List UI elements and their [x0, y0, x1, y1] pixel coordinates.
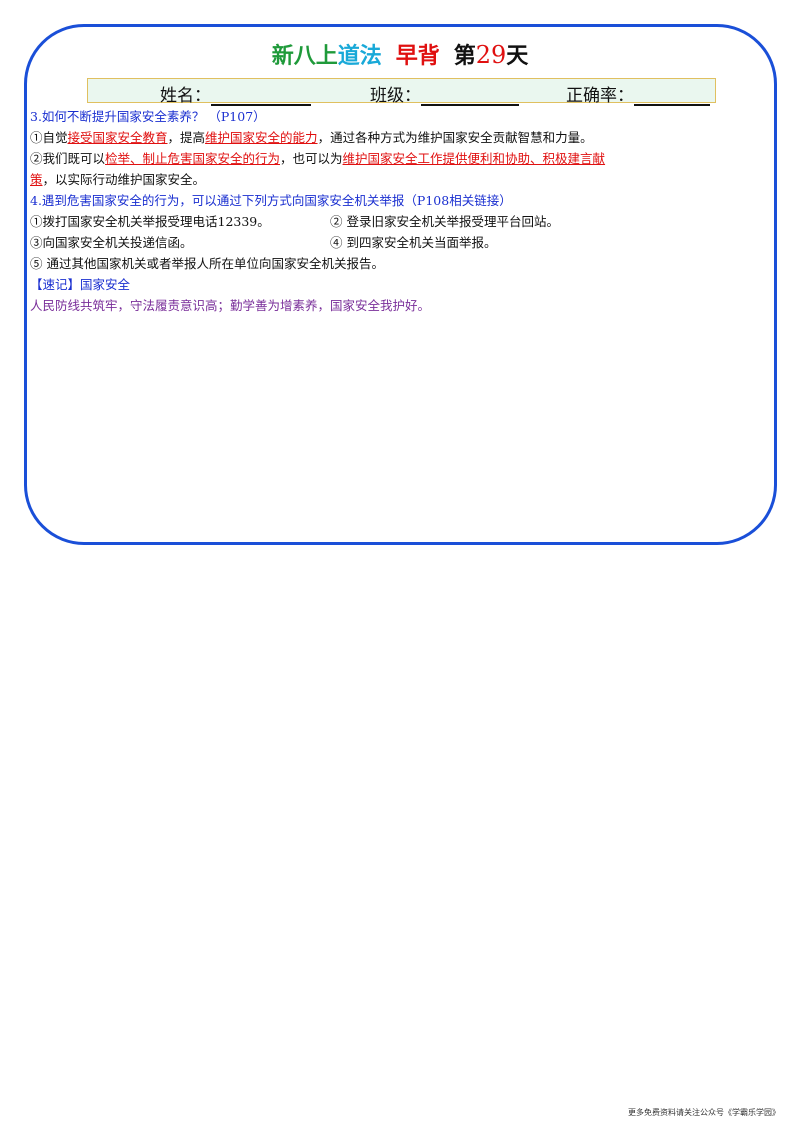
q4-item-4: ④ 到四家安全机关当面举报。 — [330, 235, 497, 250]
q3-l1-text-2: ，提高 — [167, 130, 206, 145]
q4-row-1: ①拨打国家安全机关举报受理电话12339。 ② 登录旧家安全机关举报受理平台回站… — [30, 211, 775, 232]
accuracy-label: 正确率： — [566, 86, 634, 106]
accuracy-field: 正确率： — [566, 81, 710, 106]
q3-l2-text-2: ，也可以为 — [280, 151, 343, 166]
footer-note: 更多免费资料请关注公众号《学霸乐学园》 — [628, 1108, 780, 1117]
q3-line-3: 策，以实际行动维护国家安全。 — [30, 169, 775, 190]
content-body: 3.如何不断提升国家安全素养？ （P107） ①自觉接受国家安全教育，提高维护国… — [30, 106, 775, 316]
class-label: 班级： — [370, 86, 421, 106]
q3-l3-key: 策 — [30, 172, 43, 187]
class-field: 班级： — [370, 81, 519, 106]
title-di: 第 — [453, 44, 476, 69]
q3-line-2: ②我们既可以检举、制止危害国家安全的行为，也可以为维护国家安全工作提供便利和协助… — [30, 148, 775, 169]
q3-line-1: ①自觉接受国家安全教育，提高维护国家安全的能力，通过各种方式为维护国家安全贡献智… — [30, 127, 775, 148]
name-blank[interactable] — [211, 86, 311, 106]
title-grade: 新八上 — [271, 44, 338, 69]
card-frame — [24, 24, 777, 545]
accuracy-blank[interactable] — [634, 86, 710, 106]
title-subject: 道法 — [337, 44, 382, 69]
name-label: 姓名： — [160, 86, 211, 106]
title-morning: 早背 — [395, 44, 440, 69]
q4-item-5: ⑤ 通过其他国家机关或者举报人所在单位向国家安全机关报告。 — [30, 256, 384, 271]
q4-heading: 4.遇到危害国家安全的行为，可以通过下列方式向国家安全机关举报（P108相关链接… — [30, 193, 512, 208]
q4-row-2: ③向国家安全机关投递信函。 ④ 到四家安全机关当面举报。 — [30, 232, 775, 253]
q4-item-3: ③向国家安全机关投递信函。 — [30, 235, 193, 250]
q3-l1-text: ①自觉 — [30, 130, 68, 145]
name-field: 姓名： — [160, 81, 311, 106]
q3-heading: 3.如何不断提升国家安全素养？ （P107） — [30, 109, 266, 124]
memo-label: 【速记】国家安全 — [30, 277, 131, 292]
q4-item-2: ② 登录旧家安全机关举报受理平台回站。 — [330, 214, 559, 229]
q3-l3-text: ，以实际行动维护国家安全。 — [42, 172, 206, 187]
title-tian: 天 — [506, 44, 529, 69]
student-info-bar: 姓名： 班级： 正确率： — [87, 78, 716, 106]
q3-l2-key-1: 检举、制止危害国家安全的行为 — [105, 151, 281, 166]
q4-item-1: ①拨打国家安全机关举报受理电话12339。 — [30, 214, 270, 229]
page-title: 新八上道法早背第29天 — [0, 38, 800, 70]
q3-l1-key-2: 维护国家安全的能力 — [205, 130, 318, 145]
title-day: 29 — [475, 41, 507, 69]
memo-text: 人民防线共筑牢，守法履责意识高；勤学善为增素养，国家安全我护好。 — [30, 298, 431, 313]
q3-l1-text-3: ，通过各种方式为维护国家安全贡献智慧和力量。 — [317, 130, 593, 145]
q3-l2-text: ②我们既可以 — [30, 151, 106, 166]
q3-l1-key-1: 接受国家安全教育 — [67, 130, 168, 145]
q3-l2-key-2: 维护国家安全工作提供便利和协助、积极建言献 — [342, 151, 606, 166]
class-blank[interactable] — [421, 86, 519, 106]
